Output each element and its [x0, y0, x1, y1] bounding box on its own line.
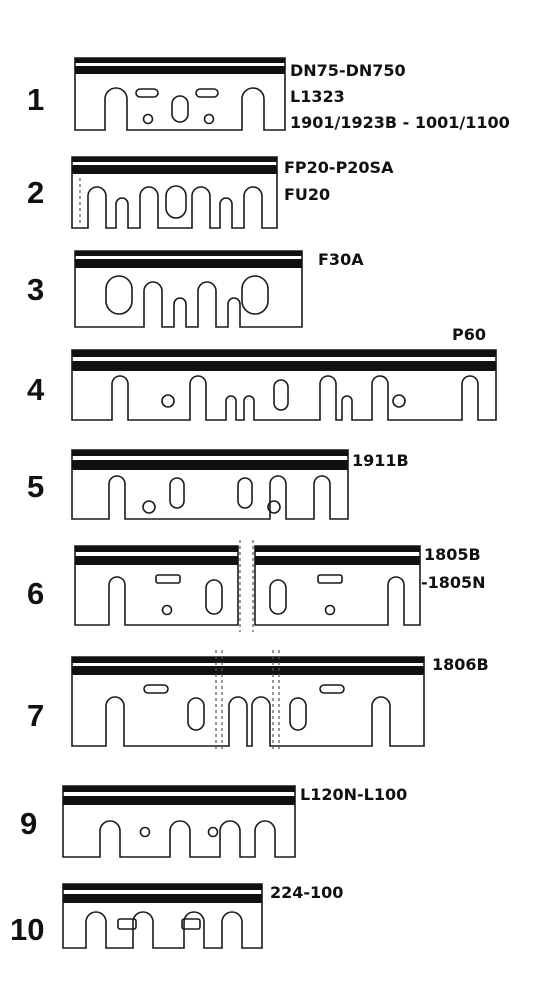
blade-7: 7 1806B — [27, 650, 489, 752]
blade-edge-bar — [72, 450, 348, 456]
blade-number: 9 — [20, 806, 37, 841]
round-hole — [267, 500, 281, 514]
model-label: 1806B — [432, 655, 489, 674]
round-hole — [392, 394, 406, 408]
blade-edge-bar — [75, 66, 285, 74]
blade-edge-bar — [72, 460, 348, 470]
blade-outline-left — [74, 545, 239, 626]
blade-number: 6 — [27, 576, 44, 611]
blade-outline — [71, 156, 278, 229]
blade-9: 9 L120N-L100 — [20, 785, 407, 858]
blade-edge-bar — [72, 350, 496, 357]
slot-hole — [135, 88, 159, 98]
oval-hole — [289, 697, 307, 731]
blade-edge-bar — [255, 546, 420, 552]
blade-1: 1 DN75-DN750 L1323 1901/1923B - 1001/110… — [27, 57, 510, 132]
blade-edge-bar — [63, 786, 295, 792]
oval-hole — [169, 477, 185, 509]
blade-5: 5 1911B — [27, 449, 409, 520]
blade-edge-bar — [75, 556, 238, 565]
blade-edge-bar — [63, 884, 262, 890]
blade-outline — [62, 883, 263, 949]
oval-hole — [105, 275, 133, 315]
model-label: FU20 — [284, 185, 330, 204]
blade-10: 10 224-100 — [10, 883, 343, 949]
blade-4: 4 P60 — [27, 325, 497, 421]
slot-hole — [155, 574, 181, 584]
model-label: DN75-DN750 — [290, 61, 406, 80]
blade-edge-bar — [75, 259, 302, 268]
blade-number: 4 — [27, 372, 45, 407]
blade-outline-right — [254, 545, 421, 626]
blade-edge-bar — [72, 361, 496, 371]
round-hole — [142, 113, 154, 125]
blade-edge-bar — [255, 556, 420, 565]
blade-edge-bar — [63, 894, 262, 903]
oval-hole — [273, 379, 289, 411]
oval-hole — [187, 697, 205, 731]
slot-hole — [143, 684, 169, 694]
model-label: F30A — [318, 250, 364, 269]
blade-number: 2 — [27, 175, 44, 210]
model-label: L1323 — [290, 87, 345, 106]
blade-3: 3 F30A — [27, 250, 364, 328]
blade-outline — [71, 656, 425, 747]
blade-number: 1 — [27, 82, 44, 117]
blade-number: 7 — [27, 698, 44, 733]
blade-number: 5 — [27, 469, 44, 504]
slot-hole — [181, 918, 201, 930]
model-label: L120N-L100 — [300, 785, 407, 804]
blade-outline — [74, 250, 303, 328]
model-label: P60 — [452, 325, 486, 344]
oval-hole — [171, 95, 189, 123]
oval-hole — [237, 477, 253, 509]
model-label: 1901/1923B - 1001/1100 — [290, 113, 510, 132]
model-label: 1805B — [424, 545, 481, 564]
slot-hole — [319, 684, 345, 694]
oval-hole — [269, 579, 287, 615]
round-hole — [139, 826, 151, 838]
blade-2: 2 FP20-P20SA FU20 — [27, 156, 394, 229]
blade-edge-bar — [75, 251, 302, 256]
round-hole — [161, 604, 173, 616]
blade-number: 10 — [10, 912, 44, 947]
oval-hole — [165, 185, 187, 219]
slot-hole — [195, 88, 219, 98]
model-label: -1805N — [421, 573, 486, 592]
model-label: 224-100 — [270, 883, 343, 902]
round-hole — [207, 826, 219, 838]
round-hole — [203, 113, 215, 125]
blade-edge-bar — [63, 796, 295, 805]
blade-6: 6 1805B -1805N — [27, 540, 486, 632]
slot-hole — [117, 918, 137, 930]
round-hole — [161, 394, 175, 408]
blade-edge-bar — [72, 666, 424, 675]
oval-hole — [241, 275, 269, 315]
blade-edge-bar — [75, 546, 238, 552]
model-label: 1911B — [352, 451, 409, 470]
slot-hole — [317, 574, 343, 584]
oval-hole — [205, 579, 223, 615]
blade-number: 3 — [27, 272, 44, 307]
blade-outline — [74, 57, 286, 131]
blade-edge-bar — [72, 657, 424, 663]
blade-edge-bar — [75, 58, 285, 63]
round-hole — [324, 604, 336, 616]
model-label: FP20-P20SA — [284, 158, 394, 177]
blade-edge-bar — [72, 165, 277, 174]
blade-edge-bar — [72, 157, 277, 162]
round-hole — [142, 500, 156, 514]
